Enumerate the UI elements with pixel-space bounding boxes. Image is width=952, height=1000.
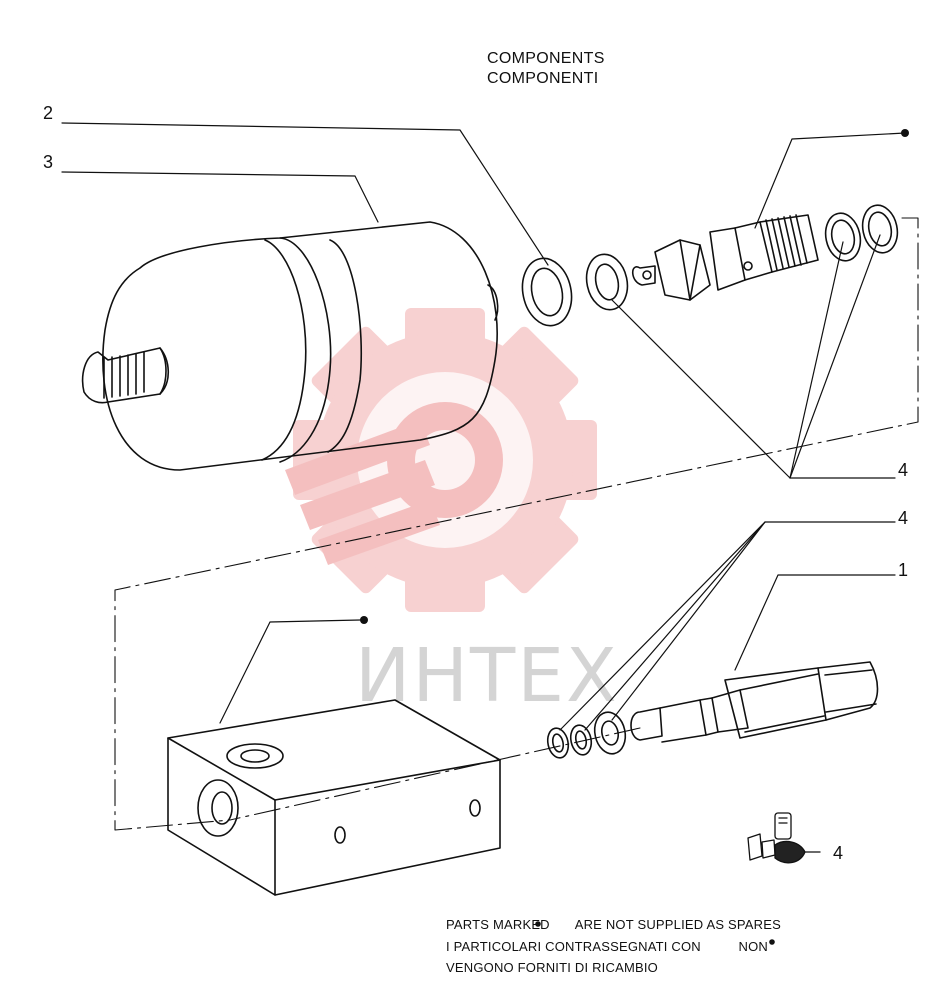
- upper-valve-cartridge: [631, 214, 819, 301]
- part-3-accumulator: [81, 221, 499, 471]
- legend-line-2-a: I PARTICOLARI CONTRASSEGNATI CON: [446, 939, 701, 954]
- callout-3: 3: [43, 152, 54, 172]
- part-4-upper-seals: [585, 204, 899, 311]
- part-2-seal-ring: [521, 257, 573, 327]
- part-1-lower-valve: [630, 661, 879, 743]
- callout-1: 1: [898, 560, 909, 580]
- wrench-stripes-icon: [285, 420, 440, 565]
- assembly-frame: [114, 217, 919, 831]
- callout-2: 2: [43, 103, 54, 123]
- page-title-it: COMPONENTI: [487, 70, 599, 87]
- legend-line-3: VENGONO FORNITI DI RICAMBIO: [446, 960, 658, 975]
- leader-lines: [61, 122, 906, 731]
- not-supplied-marker-legend-en: [535, 921, 541, 927]
- watermark-text: ИНТЕХ: [355, 633, 619, 719]
- legend-line-1: PARTS MARKED ARE NOT SUPPLIED AS SPARES: [446, 917, 781, 932]
- legend-line-1-b: ARE NOT SUPPLIED AS SPARES: [574, 917, 781, 932]
- not-supplied-marker-upper: [901, 129, 909, 137]
- callout-4-upper: 4: [898, 460, 909, 480]
- callout-4-small: 4: [833, 843, 844, 863]
- legend-line-2: I PARTICOLARI CONTRASSEGNATI CON NON: [446, 939, 768, 954]
- callout-4-mid: 4: [898, 508, 909, 528]
- base-block: [167, 699, 501, 896]
- not-supplied-marker-legend-it: [769, 939, 775, 945]
- part-4-lower-seals: [546, 711, 627, 759]
- legend-line-2-b: NON: [738, 939, 769, 954]
- not-supplied-marker-block: [360, 616, 368, 624]
- seal-kit-thumbnail: [747, 812, 821, 864]
- legend-line-1-a: PARTS MARKED: [446, 917, 550, 932]
- page-title-en: COMPONENTS: [487, 50, 605, 67]
